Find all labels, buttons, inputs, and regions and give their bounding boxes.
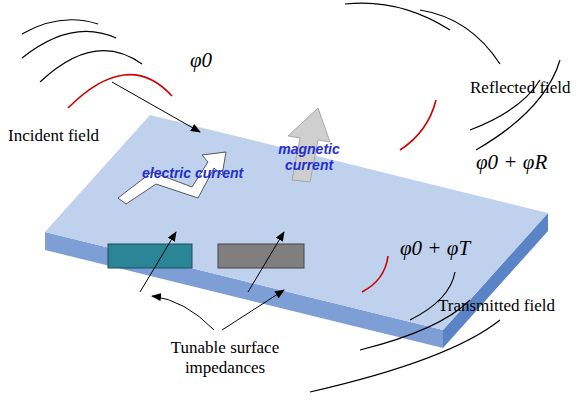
current-label: electric current (142, 165, 243, 181)
wavefront (420, 10, 500, 64)
field-label: Reflected field (470, 78, 571, 98)
wavefront (310, 320, 500, 392)
current-label: magnetic current (278, 141, 340, 173)
incident-arrow (112, 82, 200, 132)
wavefront-red (400, 100, 436, 150)
phase-label: φ0 + φR (476, 150, 547, 174)
wavefront (476, 60, 560, 150)
phase-label: φ0 + φT (400, 236, 470, 260)
field-label: Incident field (8, 126, 99, 146)
impedance-block (108, 244, 192, 268)
tuning-arrow (248, 232, 284, 292)
phase-label: φ0 (190, 48, 212, 72)
impedance-block (218, 244, 304, 268)
caption-label: Tunable surface impedances (150, 338, 300, 377)
leader-arrow (152, 296, 214, 330)
wavefront (22, 31, 116, 58)
tuning-arrow (140, 232, 176, 292)
wavefront-red (362, 256, 388, 292)
wavefront-red (68, 75, 172, 108)
wavefront (345, 3, 450, 30)
field-label: Transmitted field (438, 296, 555, 316)
leader-arrow (222, 290, 284, 330)
wavefront (40, 51, 142, 82)
